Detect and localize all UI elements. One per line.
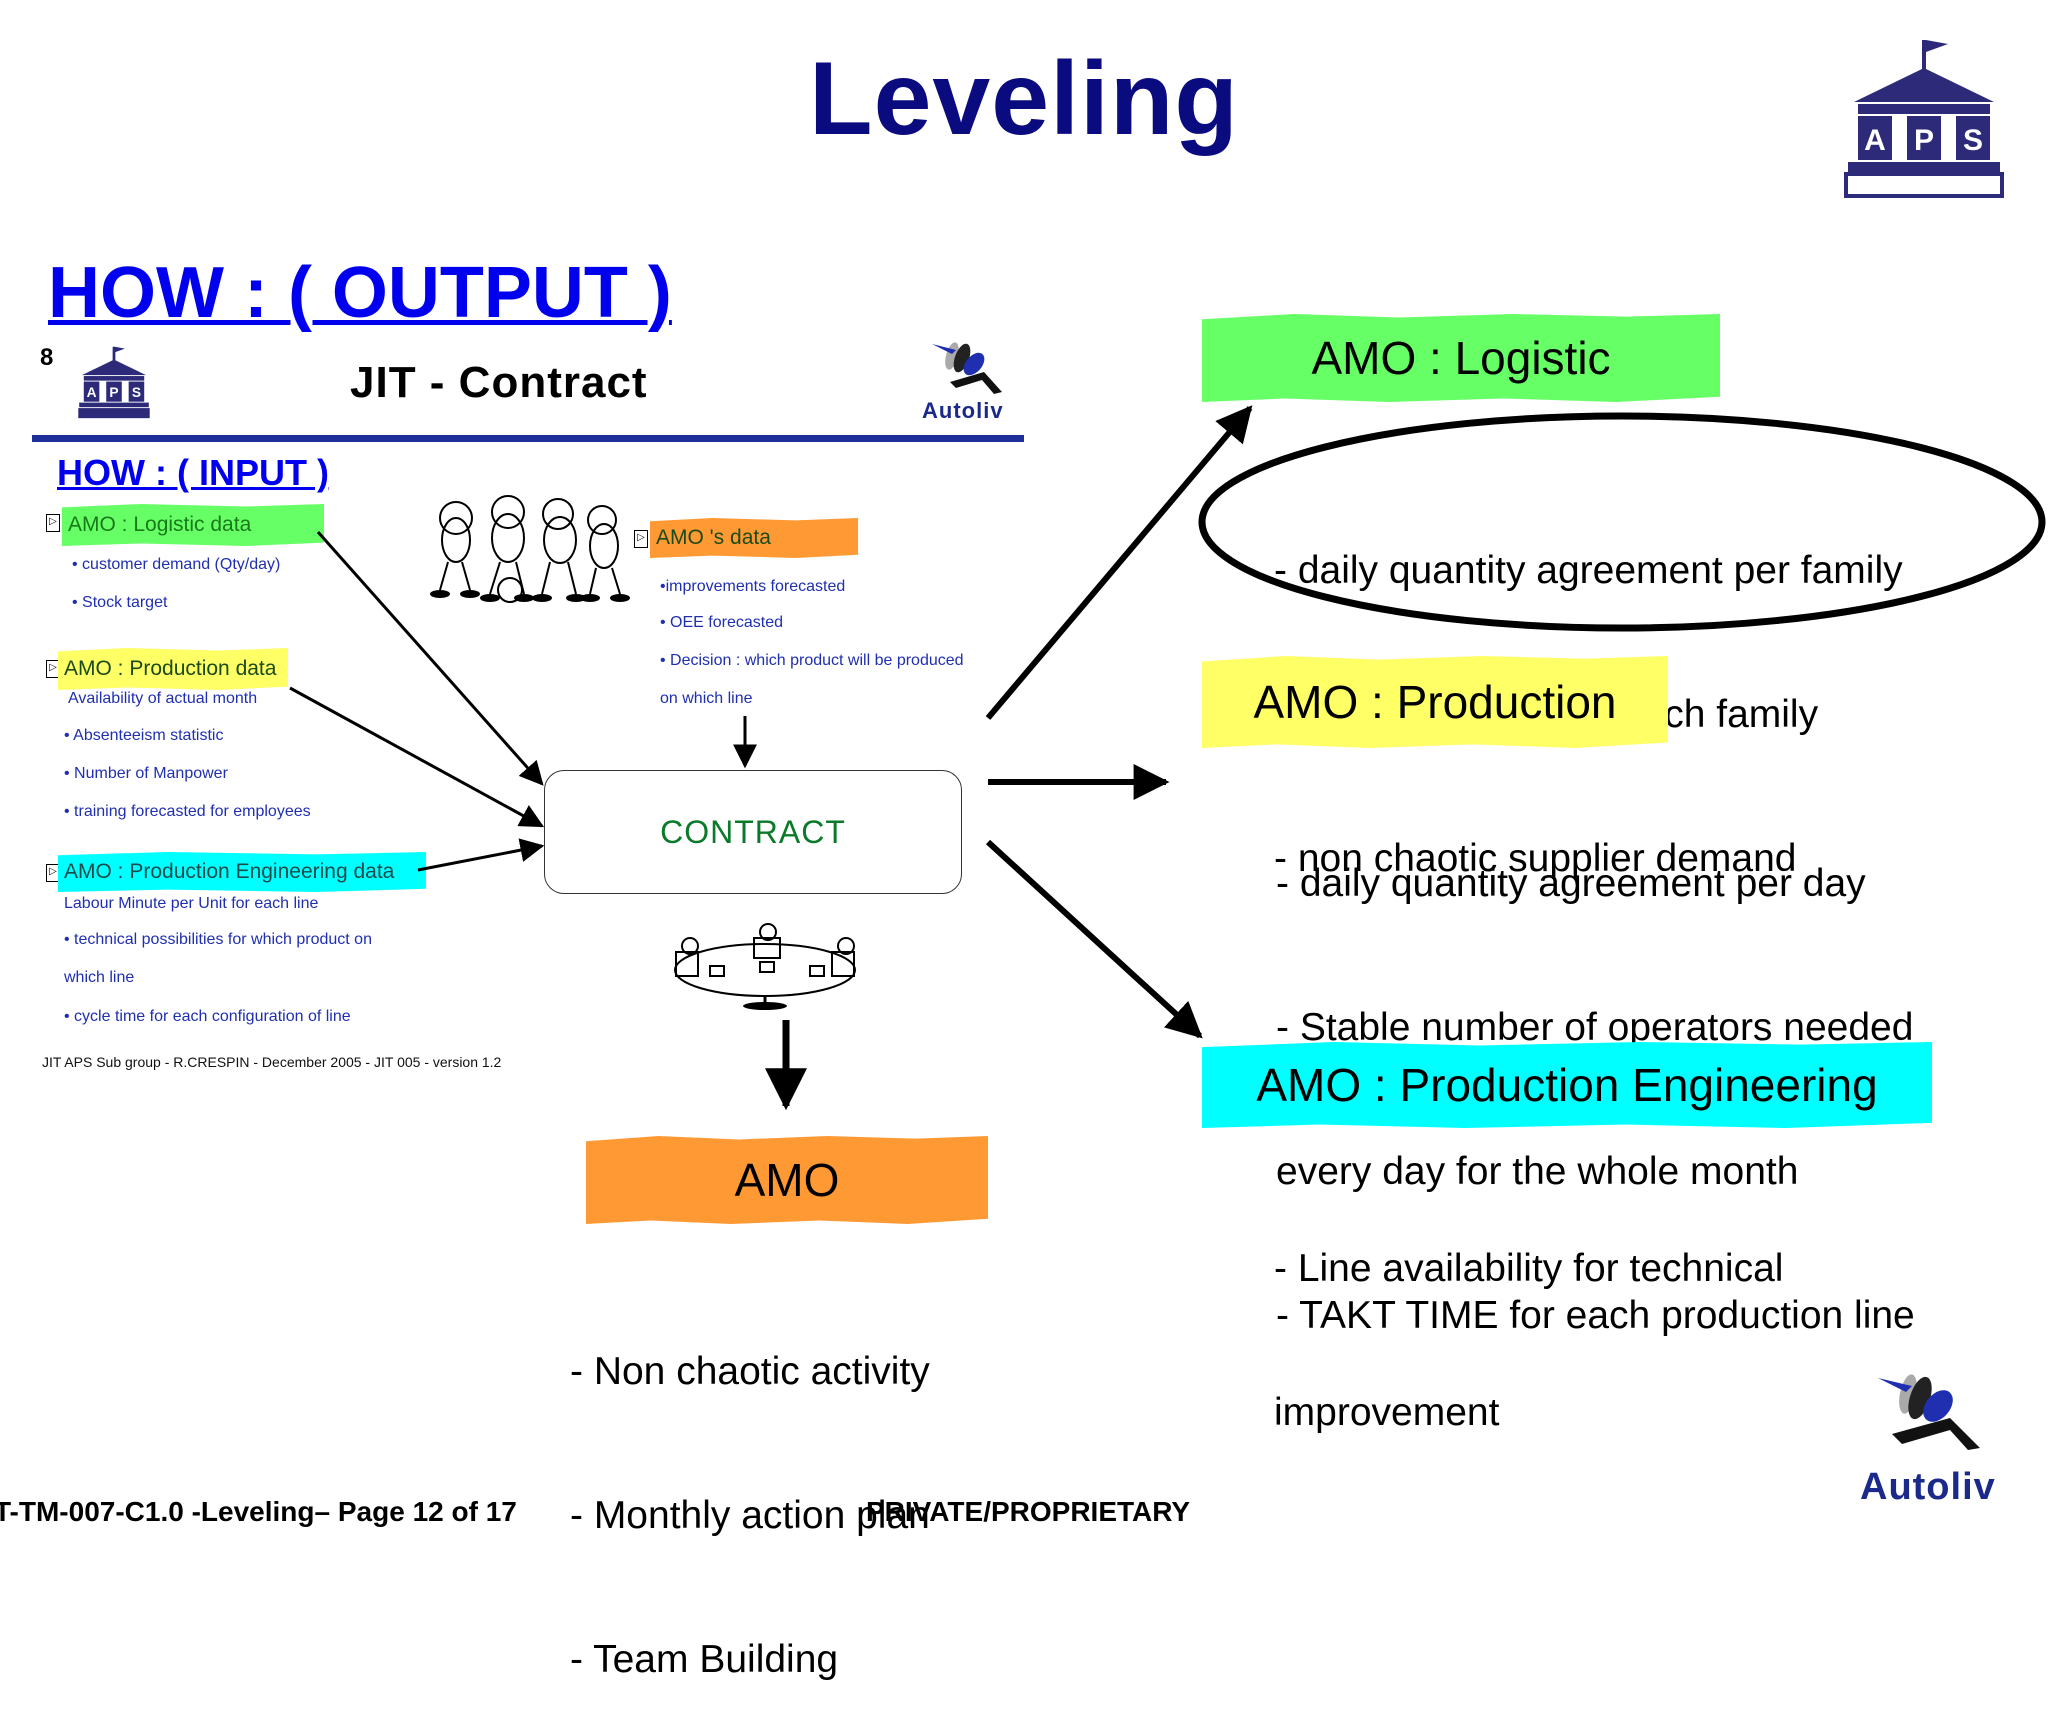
bullet-arrow-icon: ▷	[634, 530, 648, 548]
aps-logo: A P S	[1844, 40, 2004, 198]
aps-letter: P	[1914, 124, 1934, 157]
production-output-text: - daily quantity agreement per day - Sta…	[1276, 764, 1915, 1388]
production-line: - Stable number of operators needed	[1276, 1006, 1914, 1049]
amo-production-banner: AMO : Production	[1202, 656, 1668, 748]
engineering-data-item: which line	[64, 969, 135, 986]
engineering-data-item: • cycle time for each configuration of l…	[64, 1008, 351, 1025]
bullet-arrow-icon: ▷	[46, 864, 60, 882]
bullet-arrow-icon: ▷	[46, 660, 60, 678]
aps-letter: A	[1864, 124, 1886, 157]
logistic-line: - non chaotic supplier demand	[1274, 837, 1797, 880]
engineering-data-item: Labour Minute per Unit for each line	[64, 895, 319, 912]
arrow	[289, 686, 545, 828]
production-data-item: • training forecasted for employees	[64, 803, 311, 820]
aps-letter: S	[132, 385, 141, 400]
footer-confidentiality: PRIVATE/PROPRIETARY	[866, 1496, 1191, 1527]
inner-slide-number: 8	[40, 344, 54, 371]
round-table-illustration	[674, 923, 856, 1010]
logistic-data-tag: AMO : Logistic data	[62, 504, 324, 546]
logistic-line: - daily quantity agreement per family	[1274, 549, 1903, 592]
amo-line: - Monthly action plan	[570, 1494, 930, 1537]
inner-aps-logo: A P S	[78, 346, 150, 419]
amo-data-item: • OEE forecasted	[660, 614, 783, 631]
amo-banner: AMO	[586, 1136, 988, 1224]
autoliv-inner-label: Autoliv	[922, 398, 1004, 423]
engineering-data-item: • technical possibilities for which prod…	[64, 931, 372, 948]
arrow	[417, 838, 545, 872]
production-data-item: • Absenteeism statistic	[64, 727, 224, 744]
inner-slide-footer: JIT APS Sub group - R.CRESPIN - December…	[42, 1054, 502, 1070]
production-line: - TAKT TIME for each production line	[1276, 1294, 1915, 1337]
engineering-data-tag: AMO : Production Engineering data	[58, 852, 426, 892]
arrow	[985, 839, 1203, 1039]
amo-data-item: • Decision : which product will be produ…	[660, 652, 964, 669]
inner-slide-rule	[32, 435, 1024, 442]
contract-box: CONTRACT	[544, 770, 962, 894]
amo-engineering-banner: AMO : Production Engineering	[1202, 1042, 1932, 1128]
amo-data-item: •improvements forecasted	[660, 578, 846, 595]
page-title: Leveling	[809, 41, 1239, 157]
amo-line: - Team Building	[570, 1638, 839, 1681]
logistic-data-item: • customer demand (Qty/day)	[72, 556, 281, 573]
production-line: every day for the whole month	[1276, 1150, 1799, 1193]
autoliv-inner-logo-icon	[932, 342, 1002, 394]
bullet-arrow-icon: ▷	[46, 514, 60, 532]
amo-line: - Non chaotic activity	[570, 1350, 930, 1393]
amo-logistic-banner: AMO : Logistic	[1202, 314, 1720, 402]
amo-output-text: - Non chaotic activity - Monthly action …	[570, 1252, 930, 1732]
footer-document-reference: T-TM-007-C1.0 -Leveling– Page 12 of 17	[0, 1496, 517, 1527]
production-data-tag: AMO : Production data	[58, 648, 288, 690]
engineering-line: - Line availability for technical	[1274, 1247, 1784, 1290]
autoliv-logo-icon	[1878, 1374, 1980, 1450]
amo-data-item: on which line	[660, 690, 753, 707]
how-output-heading: HOW : ( OUTPUT )	[48, 253, 672, 333]
production-data-item: Availability of actual month	[68, 690, 258, 707]
engineering-line: improvement	[1274, 1391, 1500, 1434]
engineering-output-text: - Line availability for technical improv…	[1274, 1149, 1783, 1485]
aps-letter: S	[1963, 124, 1983, 157]
logistic-data-item: • Stock target	[72, 594, 168, 611]
aps-letter: P	[109, 385, 118, 400]
inner-slide-title: JIT - Contract	[350, 358, 648, 407]
how-input-heading: HOW : ( INPUT )	[57, 452, 329, 493]
production-data-item: • Number of Manpower	[64, 765, 228, 782]
autoliv-logo-label: Autoliv	[1860, 1466, 1996, 1508]
production-line: - daily quantity agreement per day	[1276, 862, 1866, 905]
aps-letter: A	[87, 385, 97, 400]
people-discussion-illustration	[430, 495, 630, 603]
amo-data-tag: AMO 's data	[650, 518, 858, 558]
